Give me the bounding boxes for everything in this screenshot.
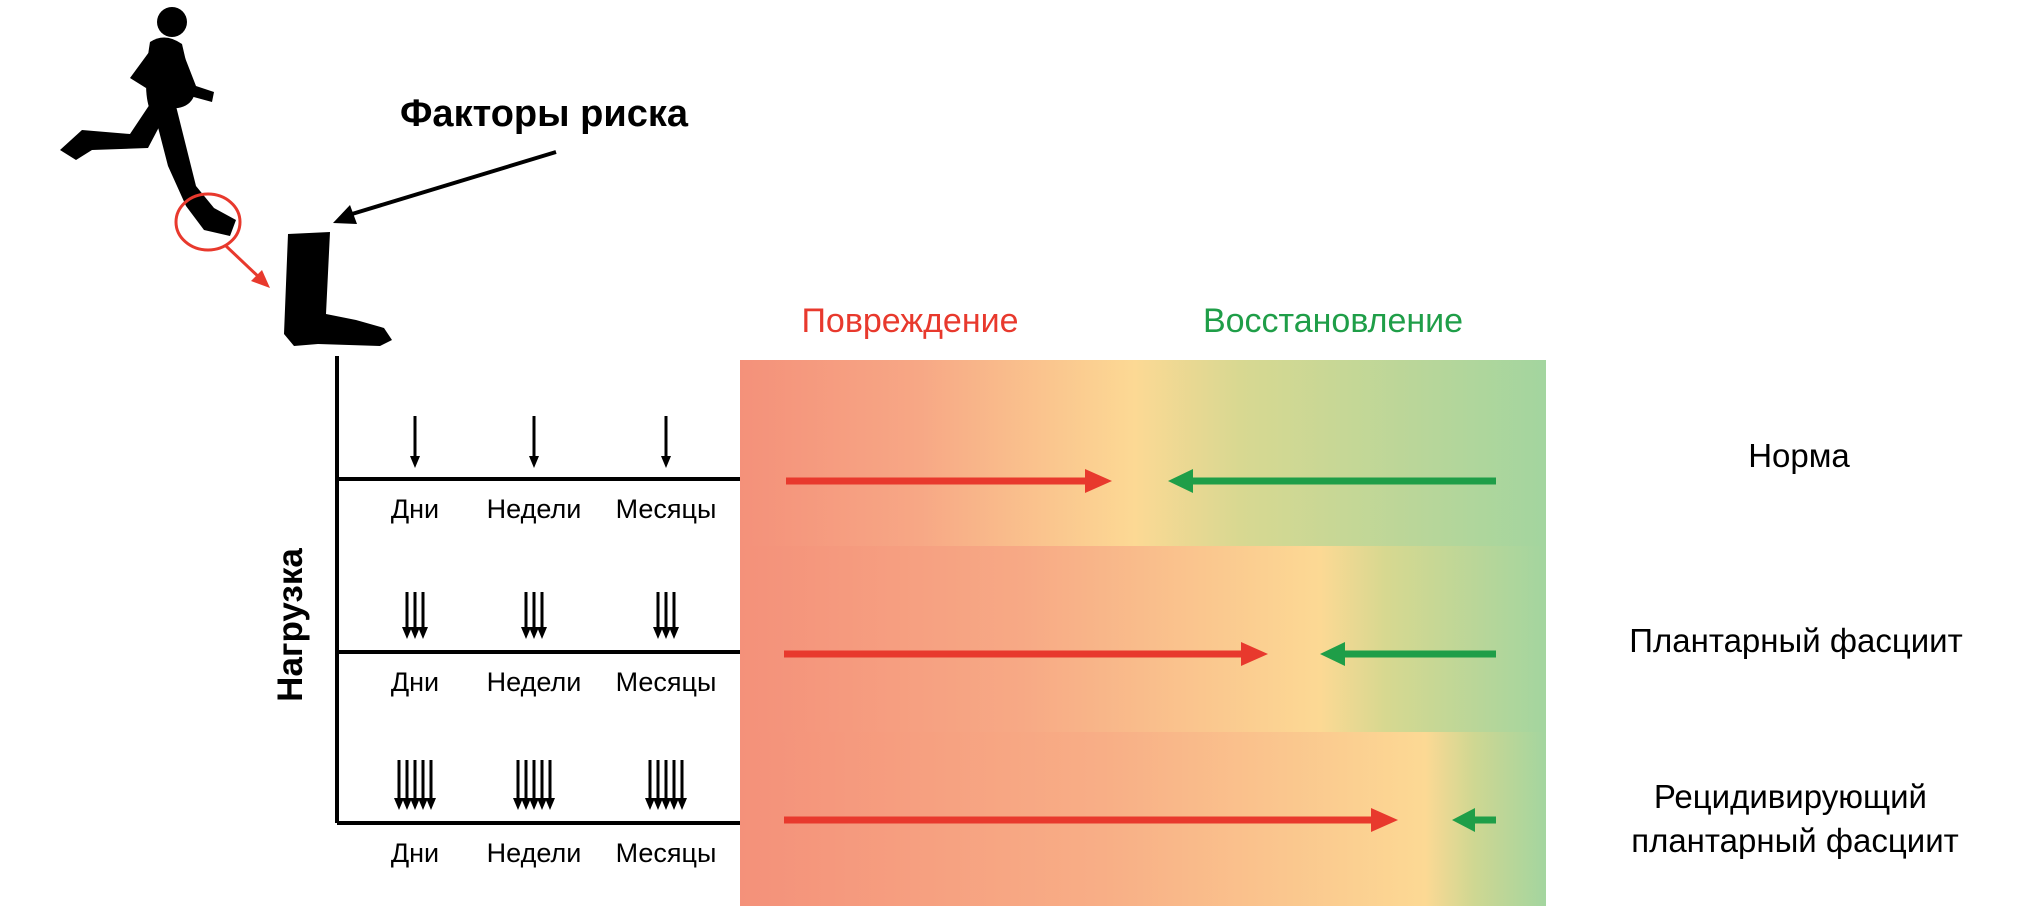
condition-line: плантарный фасциит xyxy=(1631,822,1959,859)
condition-label: Норма xyxy=(1748,437,1850,474)
load-arrow-head xyxy=(529,456,539,468)
runner-icon xyxy=(60,7,236,236)
load-arrow-head xyxy=(410,627,420,639)
highlight-pointer-line xyxy=(224,244,264,282)
load-arrow-head xyxy=(669,627,679,639)
highlight-pointer-head xyxy=(251,270,270,288)
condition-label: Плантарный фасциит xyxy=(1629,622,1962,659)
load-arrow-head xyxy=(394,798,404,810)
load-arrow-head xyxy=(653,627,663,639)
load-arrow-head xyxy=(545,798,555,810)
load-arrows-row-2 xyxy=(402,592,679,639)
time-label-months: Месяцы xyxy=(616,494,717,524)
load-arrow-head xyxy=(537,798,547,810)
highlight-circle-icon xyxy=(174,192,242,252)
load-arrow-head xyxy=(645,798,655,810)
load-arrow-head xyxy=(529,627,539,639)
risk-factors-label: Факторы риска xyxy=(400,93,689,135)
gradient-band-2 xyxy=(740,546,1546,732)
condition-line: Рецидивирующий xyxy=(1654,778,1927,815)
load-axis-label: Нагрузка xyxy=(271,548,310,702)
load-arrow-head xyxy=(537,627,547,639)
recovery-arrow-head xyxy=(1320,642,1345,666)
load-arrow-head xyxy=(418,627,428,639)
damage-zone-title: Повреждение xyxy=(801,302,1018,340)
recovery-zone-title: Восстановление xyxy=(1203,302,1463,340)
load-arrow-head xyxy=(653,798,663,810)
load-arrow-head xyxy=(521,798,531,810)
damage-arrow-head xyxy=(1241,642,1268,666)
load-arrow-head xyxy=(661,798,671,810)
load-arrows-row-1 xyxy=(410,416,671,468)
load-arrow-head xyxy=(669,798,679,810)
damage-arrow-head xyxy=(1085,469,1112,493)
load-arrow-head xyxy=(410,456,420,468)
time-label-days: Дни xyxy=(391,494,439,524)
load-arrow-head xyxy=(426,798,436,810)
load-arrow-head xyxy=(661,627,671,639)
load-arrow-head xyxy=(402,627,412,639)
time-label-weeks: Недели xyxy=(487,494,582,524)
condition-line: Норма xyxy=(1748,437,1850,474)
load-arrow-head xyxy=(521,627,531,639)
recovery-arrow-head xyxy=(1452,808,1475,832)
row-1: Дни Недели Месяцы Норма xyxy=(337,416,1850,524)
time-label-months: Месяцы xyxy=(616,667,717,697)
gradient-band-1 xyxy=(740,360,1546,546)
condition-line: Плантарный фасциит xyxy=(1629,622,1962,659)
risk-factors-arrow-head xyxy=(333,205,357,224)
row-2: Дни Недели Месяцы Плантарный фасциит xyxy=(337,592,1963,697)
time-label-days: Дни xyxy=(391,838,439,868)
condition-label: Рецидивирующий плантарный фасциит xyxy=(1631,778,1959,859)
time-label-weeks: Недели xyxy=(487,667,582,697)
load-arrow-head xyxy=(410,798,420,810)
risk-factors-arrow-line xyxy=(351,150,557,216)
time-label-days: Дни xyxy=(391,667,439,697)
load-arrow-head xyxy=(529,798,539,810)
damage-arrow-head xyxy=(1371,808,1398,832)
load-arrow-head xyxy=(402,798,412,810)
time-label-weeks: Недели xyxy=(487,838,582,868)
load-arrow-head xyxy=(677,798,687,810)
load-arrow-head xyxy=(418,798,428,810)
row-3: Дни Недели Месяцы Рецидивирующий плантар… xyxy=(337,760,1959,868)
foot-icon xyxy=(284,232,392,346)
time-label-months: Месяцы xyxy=(616,838,717,868)
load-arrow-head xyxy=(661,456,671,468)
recovery-arrow-head xyxy=(1168,469,1193,493)
load-arrow-head xyxy=(513,798,523,810)
load-arrows-row-3 xyxy=(394,760,687,810)
